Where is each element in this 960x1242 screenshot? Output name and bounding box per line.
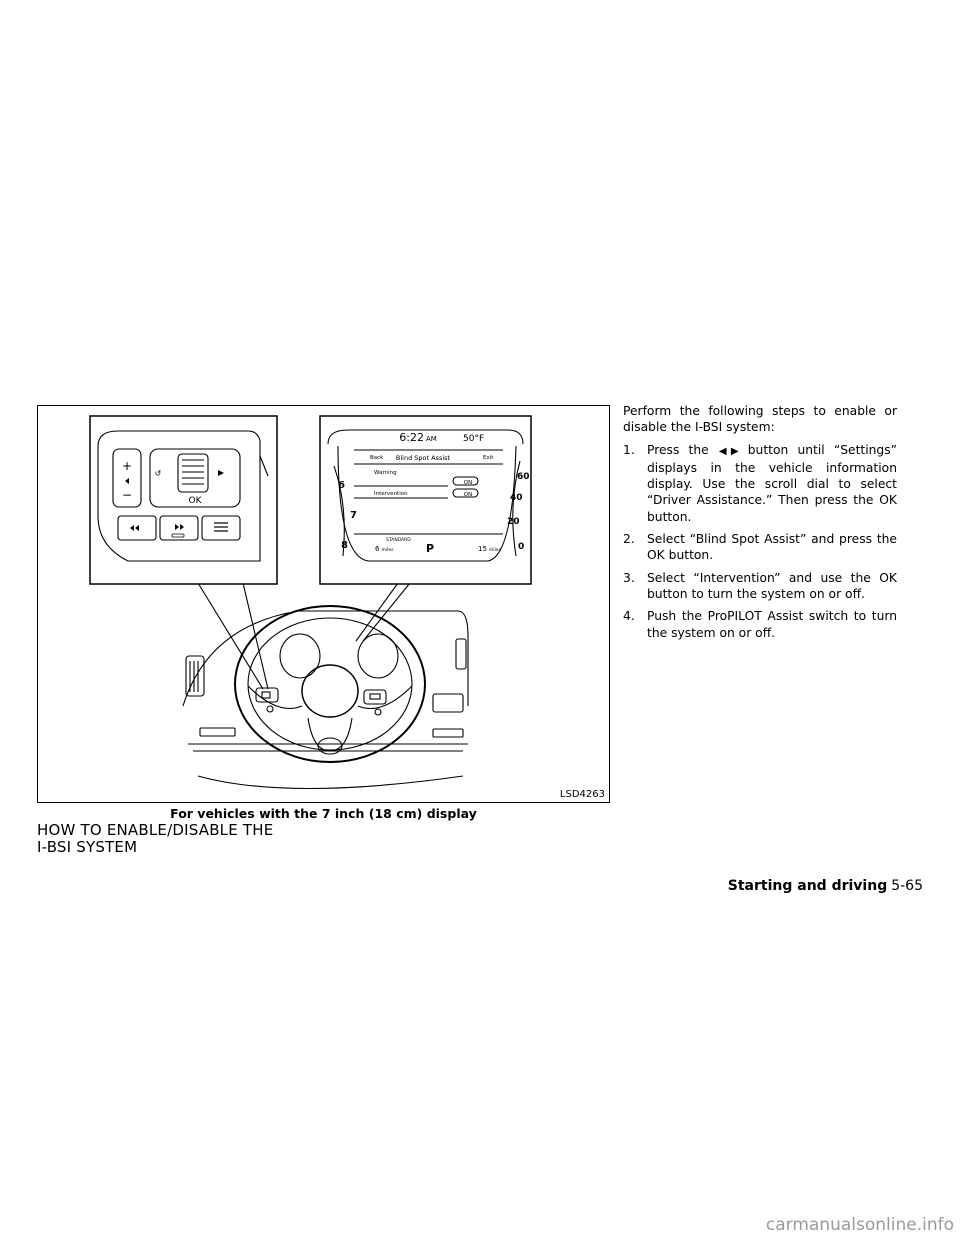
steps-list: 1. Press the ◀▶button until “Settings” di… xyxy=(623,442,897,641)
back-arrow-icon: ↺ xyxy=(155,469,162,478)
step-item: 3. Select “Intervention” and use the OK … xyxy=(623,570,897,603)
volume-minus-label: − xyxy=(122,488,132,502)
display-title: Blind Spot Assist xyxy=(396,454,451,462)
display-time: 6:22 xyxy=(399,431,424,444)
display-range-left-unit: miles xyxy=(381,547,394,553)
page-number: 5-65 xyxy=(891,878,923,894)
step-number: 2. xyxy=(623,532,635,547)
step-text-post: button until “Settings” displays in the … xyxy=(647,442,897,524)
section-title: HOW TO ENABLE/DISABLE THE I-BSI SYSTEM xyxy=(37,822,273,856)
volume-plus-label: + xyxy=(122,459,132,473)
display-range-left: 6 xyxy=(375,545,380,553)
step-text: Push the ProPILOT Assist switch to turn … xyxy=(647,609,897,640)
display-mode: STANDARD xyxy=(386,537,411,543)
callout-line-left xyxy=(197,582,264,690)
display-exit: Exit xyxy=(483,455,494,461)
menu-list-icon xyxy=(214,522,228,532)
display-back: Back xyxy=(370,455,384,461)
speed-tick-0: 0 xyxy=(518,542,524,552)
illustration-figure: + − OK ↺ xyxy=(37,405,610,803)
step-text: Select “Blind Spot Assist” and press the… xyxy=(647,532,897,563)
figure-code: LSD4263 xyxy=(559,789,605,800)
display-row-intervention: Intervention xyxy=(374,491,408,497)
step-text-pre: Press the xyxy=(647,442,709,457)
display-gear: P xyxy=(426,542,434,555)
display-range-right: 15 xyxy=(478,545,487,553)
display-ampm: AM xyxy=(426,435,437,443)
speaker-icon xyxy=(125,478,129,484)
right-arrow-icon xyxy=(218,470,224,476)
display-row-warning: Warning xyxy=(374,470,397,476)
ok-label: OK xyxy=(189,496,203,506)
step-number: 3. xyxy=(623,570,635,585)
step-item: 1. Press the ◀▶button until “Settings” di… xyxy=(623,442,897,525)
speed-tick-20: 20 xyxy=(507,517,520,527)
display-row-warning-value: ON xyxy=(464,480,472,486)
left-right-arrows-icon: ◀▶ xyxy=(713,445,744,457)
tach-tick-6: 6 xyxy=(338,480,345,491)
display-temperature: 50°F xyxy=(463,434,484,444)
section-title-line2: I-BSI SYSTEM xyxy=(37,838,138,856)
step-item: 2. Select “Blind Spot Assist” and press … xyxy=(623,531,897,564)
intro-paragraph: Perform the following steps to enable or… xyxy=(623,404,897,435)
watermark: carmanualsonline.info xyxy=(765,1215,954,1235)
tach-tick-8: 8 xyxy=(341,540,348,551)
step-number: 4. xyxy=(623,609,635,624)
instructions-column: Perform the following steps to enable or… xyxy=(623,403,897,647)
speed-tick-60: 60 xyxy=(517,472,530,482)
step-item: 4. Push the ProPILOT Assist switch to tu… xyxy=(623,608,897,641)
step-number: 1. xyxy=(623,442,635,457)
display-range-right-unit: miles xyxy=(489,547,502,553)
speed-tick-40: 40 xyxy=(510,493,523,503)
figure-caption: For vehicles with the 7 inch (18 cm) dis… xyxy=(170,806,477,821)
previous-track-icon xyxy=(130,525,139,531)
next-track-icon xyxy=(171,524,185,538)
steering-switch-inset: + − OK ↺ xyxy=(89,415,278,585)
step-text: Select “Intervention” and use the OK but… xyxy=(647,570,897,601)
section-title-line1: HOW TO ENABLE/DISABLE THE xyxy=(37,821,274,839)
footer-section-name: Starting and driving xyxy=(727,878,888,894)
tach-tick-7: 7 xyxy=(350,510,357,521)
steering-wheel-illustration: + − OK ↺ xyxy=(89,415,532,790)
display-row-intervention-value: ON xyxy=(464,492,472,498)
callout-line-right xyxy=(355,582,399,642)
